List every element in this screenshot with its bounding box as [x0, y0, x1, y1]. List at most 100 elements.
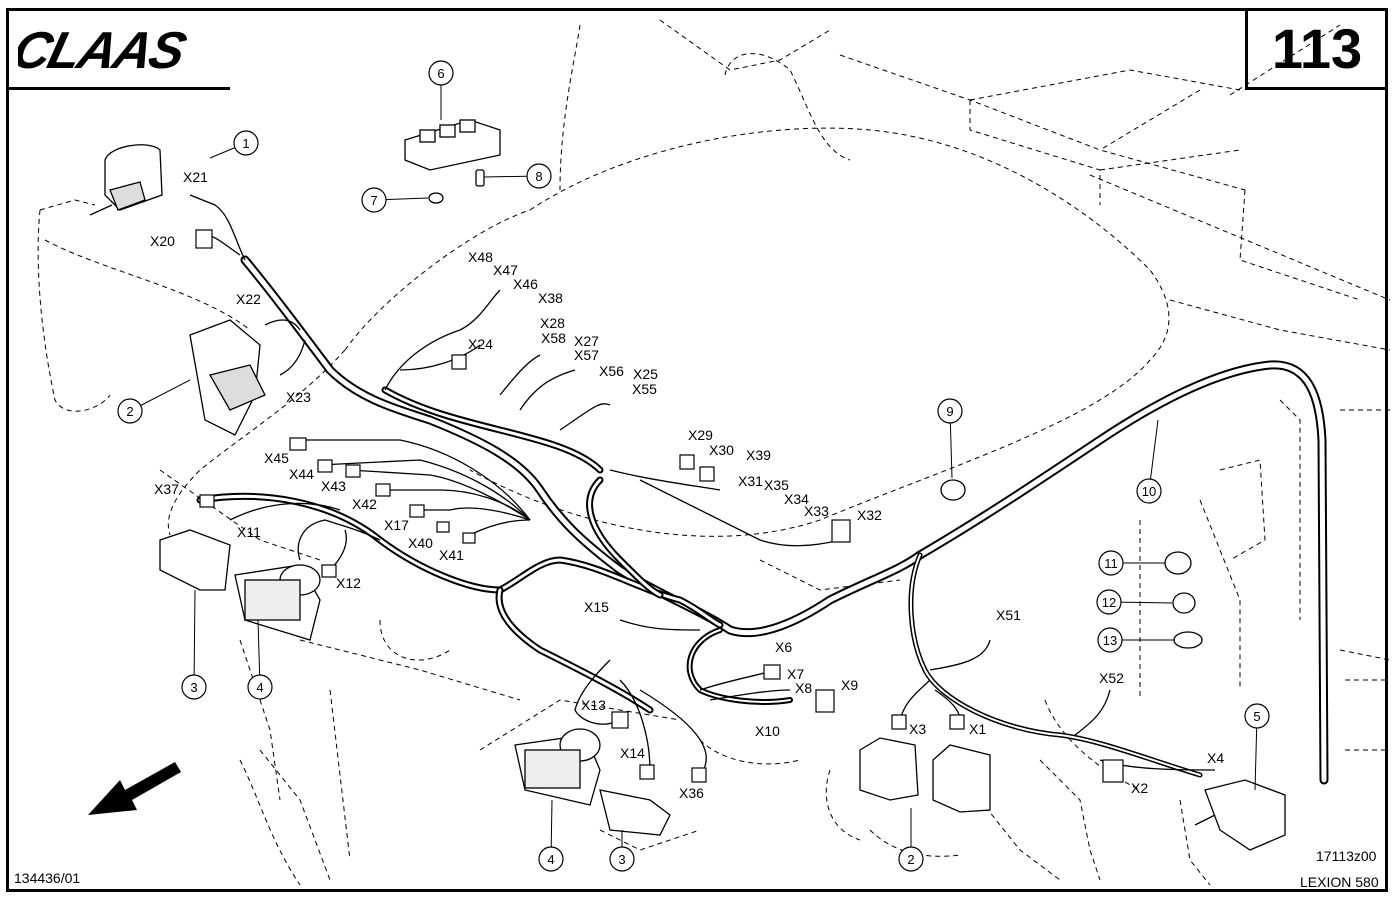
callout-13: 13 — [1097, 627, 1174, 653]
connector-label-x17: X17 — [384, 517, 409, 533]
callout-4: 4 — [247, 619, 273, 700]
callout-number: 5 — [1253, 709, 1260, 724]
connector-label-x3: X3 — [909, 721, 926, 737]
connector-label-x25: X25 — [633, 366, 658, 382]
front-relay-module — [189, 319, 266, 436]
callout-3: 3 — [609, 830, 635, 872]
connector-label-x21: X21 — [183, 169, 208, 185]
callout-9: 9 — [937, 398, 963, 479]
connector-label-x33: X33 — [804, 503, 829, 519]
connector-label-x44: X44 — [289, 466, 314, 482]
callout-number: 2 — [126, 404, 133, 419]
relay-block-component — [404, 119, 501, 171]
connector-label-x56: X56 — [599, 363, 624, 379]
callout-12: 12 — [1096, 589, 1173, 615]
page-number-box-edge — [1245, 8, 1248, 90]
callout-6: 6 — [428, 60, 454, 120]
connector-label-x51: X51 — [996, 607, 1021, 623]
header-divider-left — [6, 87, 230, 90]
callout-7: 7 — [361, 187, 429, 213]
connector-label-x12: X12 — [336, 575, 361, 591]
connector-label-x9: X9 — [841, 677, 858, 693]
connector-label-x2: X2 — [1131, 780, 1148, 796]
connector-label-x47: X47 — [493, 262, 518, 278]
rear-beacon-component — [1194, 779, 1286, 851]
cable-tie-small — [1172, 592, 1196, 614]
callout-number: 2 — [907, 852, 914, 867]
connector-label-x45: X45 — [264, 450, 289, 466]
callout-2: 2 — [117, 379, 191, 424]
callout-number: 4 — [256, 680, 263, 695]
connector-label-x42: X42 — [352, 496, 377, 512]
work-light-left — [159, 529, 231, 591]
connector-label-x10: X10 — [755, 723, 780, 739]
callout-number: 1 — [242, 136, 249, 151]
connector-label-x43: X43 — [321, 478, 346, 494]
connector-label-x30: X30 — [709, 442, 734, 458]
page-number: 113 — [1271, 17, 1363, 80]
callout-8: 8 — [483, 163, 552, 189]
callout-number: 3 — [618, 852, 625, 867]
callout-3: 3 — [181, 589, 207, 700]
connector-label-x37: X37 — [154, 481, 179, 497]
connector-label-x41: X41 — [439, 547, 464, 563]
work-light-center — [599, 789, 671, 836]
connector-label-x55: X55 — [632, 381, 657, 397]
connector-label-x1: X1 — [969, 721, 986, 737]
drawing-frame — [6, 8, 1388, 892]
connector-label-x22: X22 — [236, 291, 261, 307]
connector-label-x8: X8 — [795, 680, 812, 696]
connector-label-x23: X23 — [286, 389, 311, 405]
callout-number: 10 — [1142, 484, 1156, 499]
callout-number: 13 — [1103, 633, 1117, 648]
connector-label-x40: X40 — [408, 535, 433, 551]
connector-label-x6: X6 — [775, 639, 792, 655]
connector-label-x39: X39 — [746, 447, 771, 463]
connector-label-x27: X27 — [574, 333, 599, 349]
figure-id: 17113z00 — [1316, 848, 1377, 864]
fuse-small-component — [475, 169, 485, 187]
connector-label-x28: X28 — [540, 315, 565, 331]
connector-label-x13: X13 — [581, 697, 606, 713]
dual-work-lights — [859, 737, 991, 813]
callout-11: 11 — [1098, 550, 1165, 576]
fuse-bulb-component — [428, 192, 444, 204]
callout-number: 8 — [535, 169, 542, 184]
connector-label-x58: X58 — [541, 330, 566, 346]
connector-label-x46: X46 — [513, 276, 538, 292]
connector-label-x34: X34 — [784, 491, 809, 507]
connector-label-x48: X48 — [468, 249, 493, 265]
callout-number: 3 — [190, 680, 197, 695]
callout-number: 11 — [1104, 556, 1118, 571]
callout-number: 9 — [946, 404, 953, 419]
callout-2: 2 — [898, 808, 924, 872]
rotating-beacon-component — [89, 144, 163, 216]
connector-label-x24: X24 — [468, 336, 493, 352]
callout-number: 12 — [1102, 595, 1116, 610]
header-divider-right — [1245, 87, 1388, 90]
headlight-center — [514, 728, 601, 806]
svg-text:CLAAS: CLAAS — [18, 22, 192, 78]
headlight-left — [234, 564, 321, 641]
harness-cables — [196, 255, 1329, 785]
brand-logo: CLAAS — [18, 22, 192, 78]
connector-label-x35: X35 — [764, 477, 789, 493]
callout-1: 1 — [209, 130, 259, 159]
drawing-number: 134436/01 — [14, 870, 81, 886]
orientation-arrow — [88, 762, 181, 815]
connector-label-x29: X29 — [688, 427, 713, 443]
callout-number: 7 — [370, 193, 377, 208]
callout-number: 4 — [547, 852, 554, 867]
callout-4: 4 — [538, 799, 564, 872]
connector-label-x15: X15 — [584, 599, 609, 615]
connector-label-x57: X57 — [574, 347, 599, 363]
connector-plugs — [195, 229, 1124, 783]
callout-10: 10 — [1136, 419, 1162, 504]
connector-label-x14: X14 — [620, 745, 645, 761]
connector-label-x4: X4 — [1207, 750, 1224, 766]
connector-label-x7: X7 — [787, 666, 804, 682]
